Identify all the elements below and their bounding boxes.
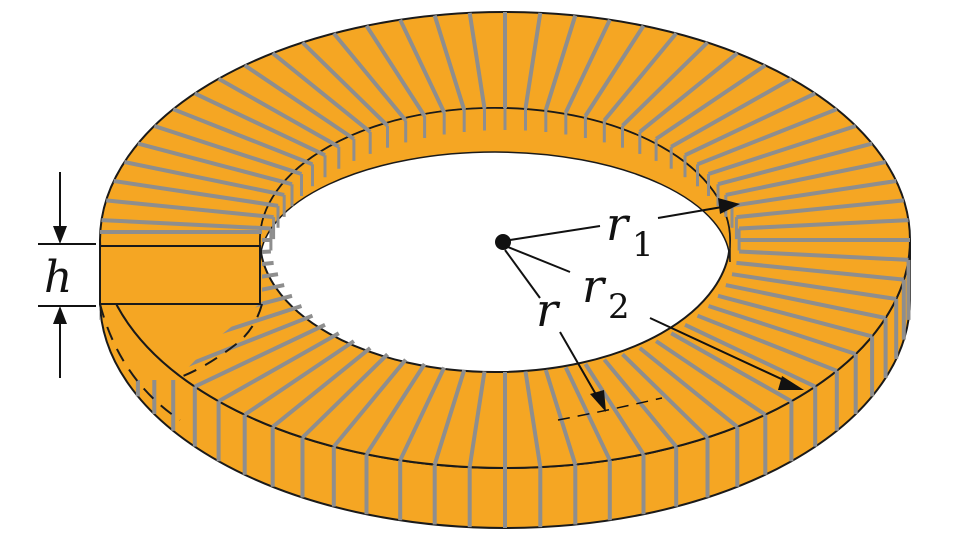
r2-arrow-line-b (649, 317, 791, 384)
winding-turn (153, 124, 303, 176)
winding-turn (467, 12, 487, 109)
r2-arrow-line (507, 246, 571, 273)
winding-turn (123, 160, 285, 197)
winding-turn (621, 352, 709, 439)
winding-turn (543, 14, 578, 111)
winding-turn (243, 339, 356, 417)
winding-turn (736, 260, 904, 282)
winding-turn (217, 77, 340, 149)
winding-turn (243, 63, 356, 141)
winding-turn (670, 77, 793, 149)
winding-turn (398, 18, 447, 114)
winding-turn (654, 63, 767, 141)
winding-turn (731, 179, 897, 208)
label-r1-subscript: 1 (632, 225, 654, 265)
winding-turn (654, 339, 767, 417)
winding-turn (638, 51, 739, 134)
removed-part-outline (99, 303, 263, 421)
winding-turn (563, 18, 612, 114)
winding-turn (739, 249, 909, 262)
winding-turn (467, 371, 487, 468)
winding-turn (193, 322, 326, 389)
winding-turn (137, 141, 293, 187)
winding-turn (364, 24, 427, 118)
winding-turn (670, 331, 793, 403)
winding-turn (621, 41, 709, 128)
winding-turn (271, 346, 372, 429)
winding-turn (684, 322, 817, 389)
winding-turn (707, 124, 857, 176)
label-r1: r (606, 197, 631, 251)
winding-turn (101, 218, 271, 231)
winding-turn (432, 14, 467, 111)
winding-turn (398, 366, 447, 462)
r1-arrow-line (509, 225, 601, 241)
winding-turn (432, 369, 467, 466)
winding-turn (725, 160, 887, 197)
winding-turn (106, 198, 274, 220)
winding-turn (332, 32, 408, 122)
r-arrow-line (504, 249, 541, 299)
winding-turn (696, 107, 838, 167)
winding-turn (332, 358, 408, 448)
r2-arrowhead (778, 376, 804, 390)
winding-turn (193, 91, 326, 158)
winding-turn (172, 313, 314, 373)
r1-arrow-line-b (657, 205, 729, 219)
winding-turn (301, 352, 389, 439)
winding-turn (725, 283, 887, 320)
winding-turn (583, 362, 646, 456)
winding-turn (301, 41, 389, 128)
label-r2-subscript: 2 (608, 287, 630, 327)
winding-turn (523, 371, 543, 468)
winding-turn (739, 218, 909, 231)
mean-radius-arc (557, 397, 663, 421)
winding-turn (638, 346, 739, 429)
h-dim-upper-arrowhead (53, 226, 67, 244)
cross-section-block (99, 245, 261, 305)
winding-turn (717, 141, 873, 187)
winding-turn (602, 32, 678, 122)
h-dim-lower-arrowhead (53, 306, 67, 324)
winding-turn (736, 198, 904, 220)
winding-turn (217, 331, 340, 403)
winding-turn (717, 293, 873, 339)
winding-turn (543, 369, 578, 466)
winding-turn (684, 91, 817, 158)
label-h: h (44, 252, 72, 303)
r-arrow-line-b (559, 331, 599, 399)
winding-turn (583, 24, 646, 118)
winding-turn (113, 179, 279, 208)
winding-turn (364, 362, 427, 456)
label-r: r (536, 283, 561, 337)
toroid-inner-wall (259, 107, 731, 263)
winding-turn (271, 51, 372, 134)
winding-turn (523, 12, 543, 109)
label-r2: r (582, 259, 607, 313)
r-arrowhead (590, 390, 606, 412)
r1-arrowhead (718, 198, 740, 214)
winding-turn (731, 272, 897, 301)
center-point (495, 234, 511, 250)
winding-turn (172, 107, 314, 167)
winding-turn (696, 313, 838, 373)
winding-turn (707, 304, 857, 356)
